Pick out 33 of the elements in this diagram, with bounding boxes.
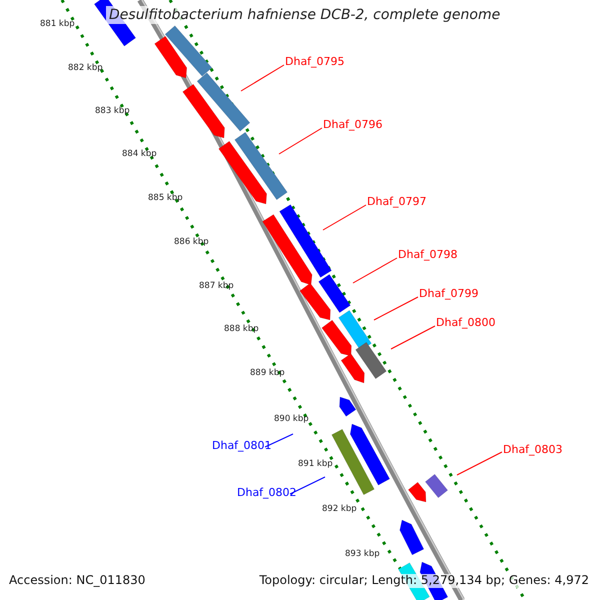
scale-label: 893 kbp (345, 550, 380, 560)
scale-label: 885 kbp (148, 194, 183, 204)
accession-text: Accession: NC_011830 (9, 574, 146, 588)
gene-label: Dhaf_0797 (367, 196, 427, 209)
leader-line (290, 476, 326, 494)
scale-label: 884 kbp (122, 150, 157, 160)
leader-line (240, 64, 284, 92)
gene-label: Dhaf_0802 (237, 487, 297, 500)
gene-label: Dhaf_0803 (503, 444, 563, 457)
leader-line (374, 296, 418, 320)
scale-label: 882 kbp (68, 64, 103, 74)
gene-label: Dhaf_0798 (398, 249, 458, 262)
gene-label: Dhaf_0801 (212, 440, 272, 453)
scale-label: 889 kbp (250, 369, 285, 379)
leader-line (322, 204, 366, 230)
gene-label: Dhaf_0800 (436, 317, 496, 330)
leader-line (456, 452, 502, 476)
gene-label: Dhaf_0799 (419, 288, 479, 301)
leader-line (278, 128, 322, 154)
scale-label: 886 kbp (174, 238, 209, 248)
scale-label: 881 kbp (40, 20, 75, 30)
scale-label: 883 kbp (95, 107, 130, 117)
scale-label: 892 kbp (322, 505, 357, 515)
scale-label: 890 kbp (274, 415, 309, 425)
scale-label: 888 kbp (224, 325, 259, 335)
leader-line (264, 434, 294, 448)
genome-stats-text: Topology: circular; Length: 5,279,134 bp; Genes: 4,972 (257, 574, 591, 588)
gene-label: Dhaf_0795 (285, 56, 345, 69)
gene-label: Dhaf_0796 (323, 119, 383, 132)
scale-label: 887 kbp (199, 282, 234, 292)
scale-label: 891 kbp (298, 460, 333, 470)
leader-line (390, 326, 436, 350)
leader-line (352, 258, 398, 284)
